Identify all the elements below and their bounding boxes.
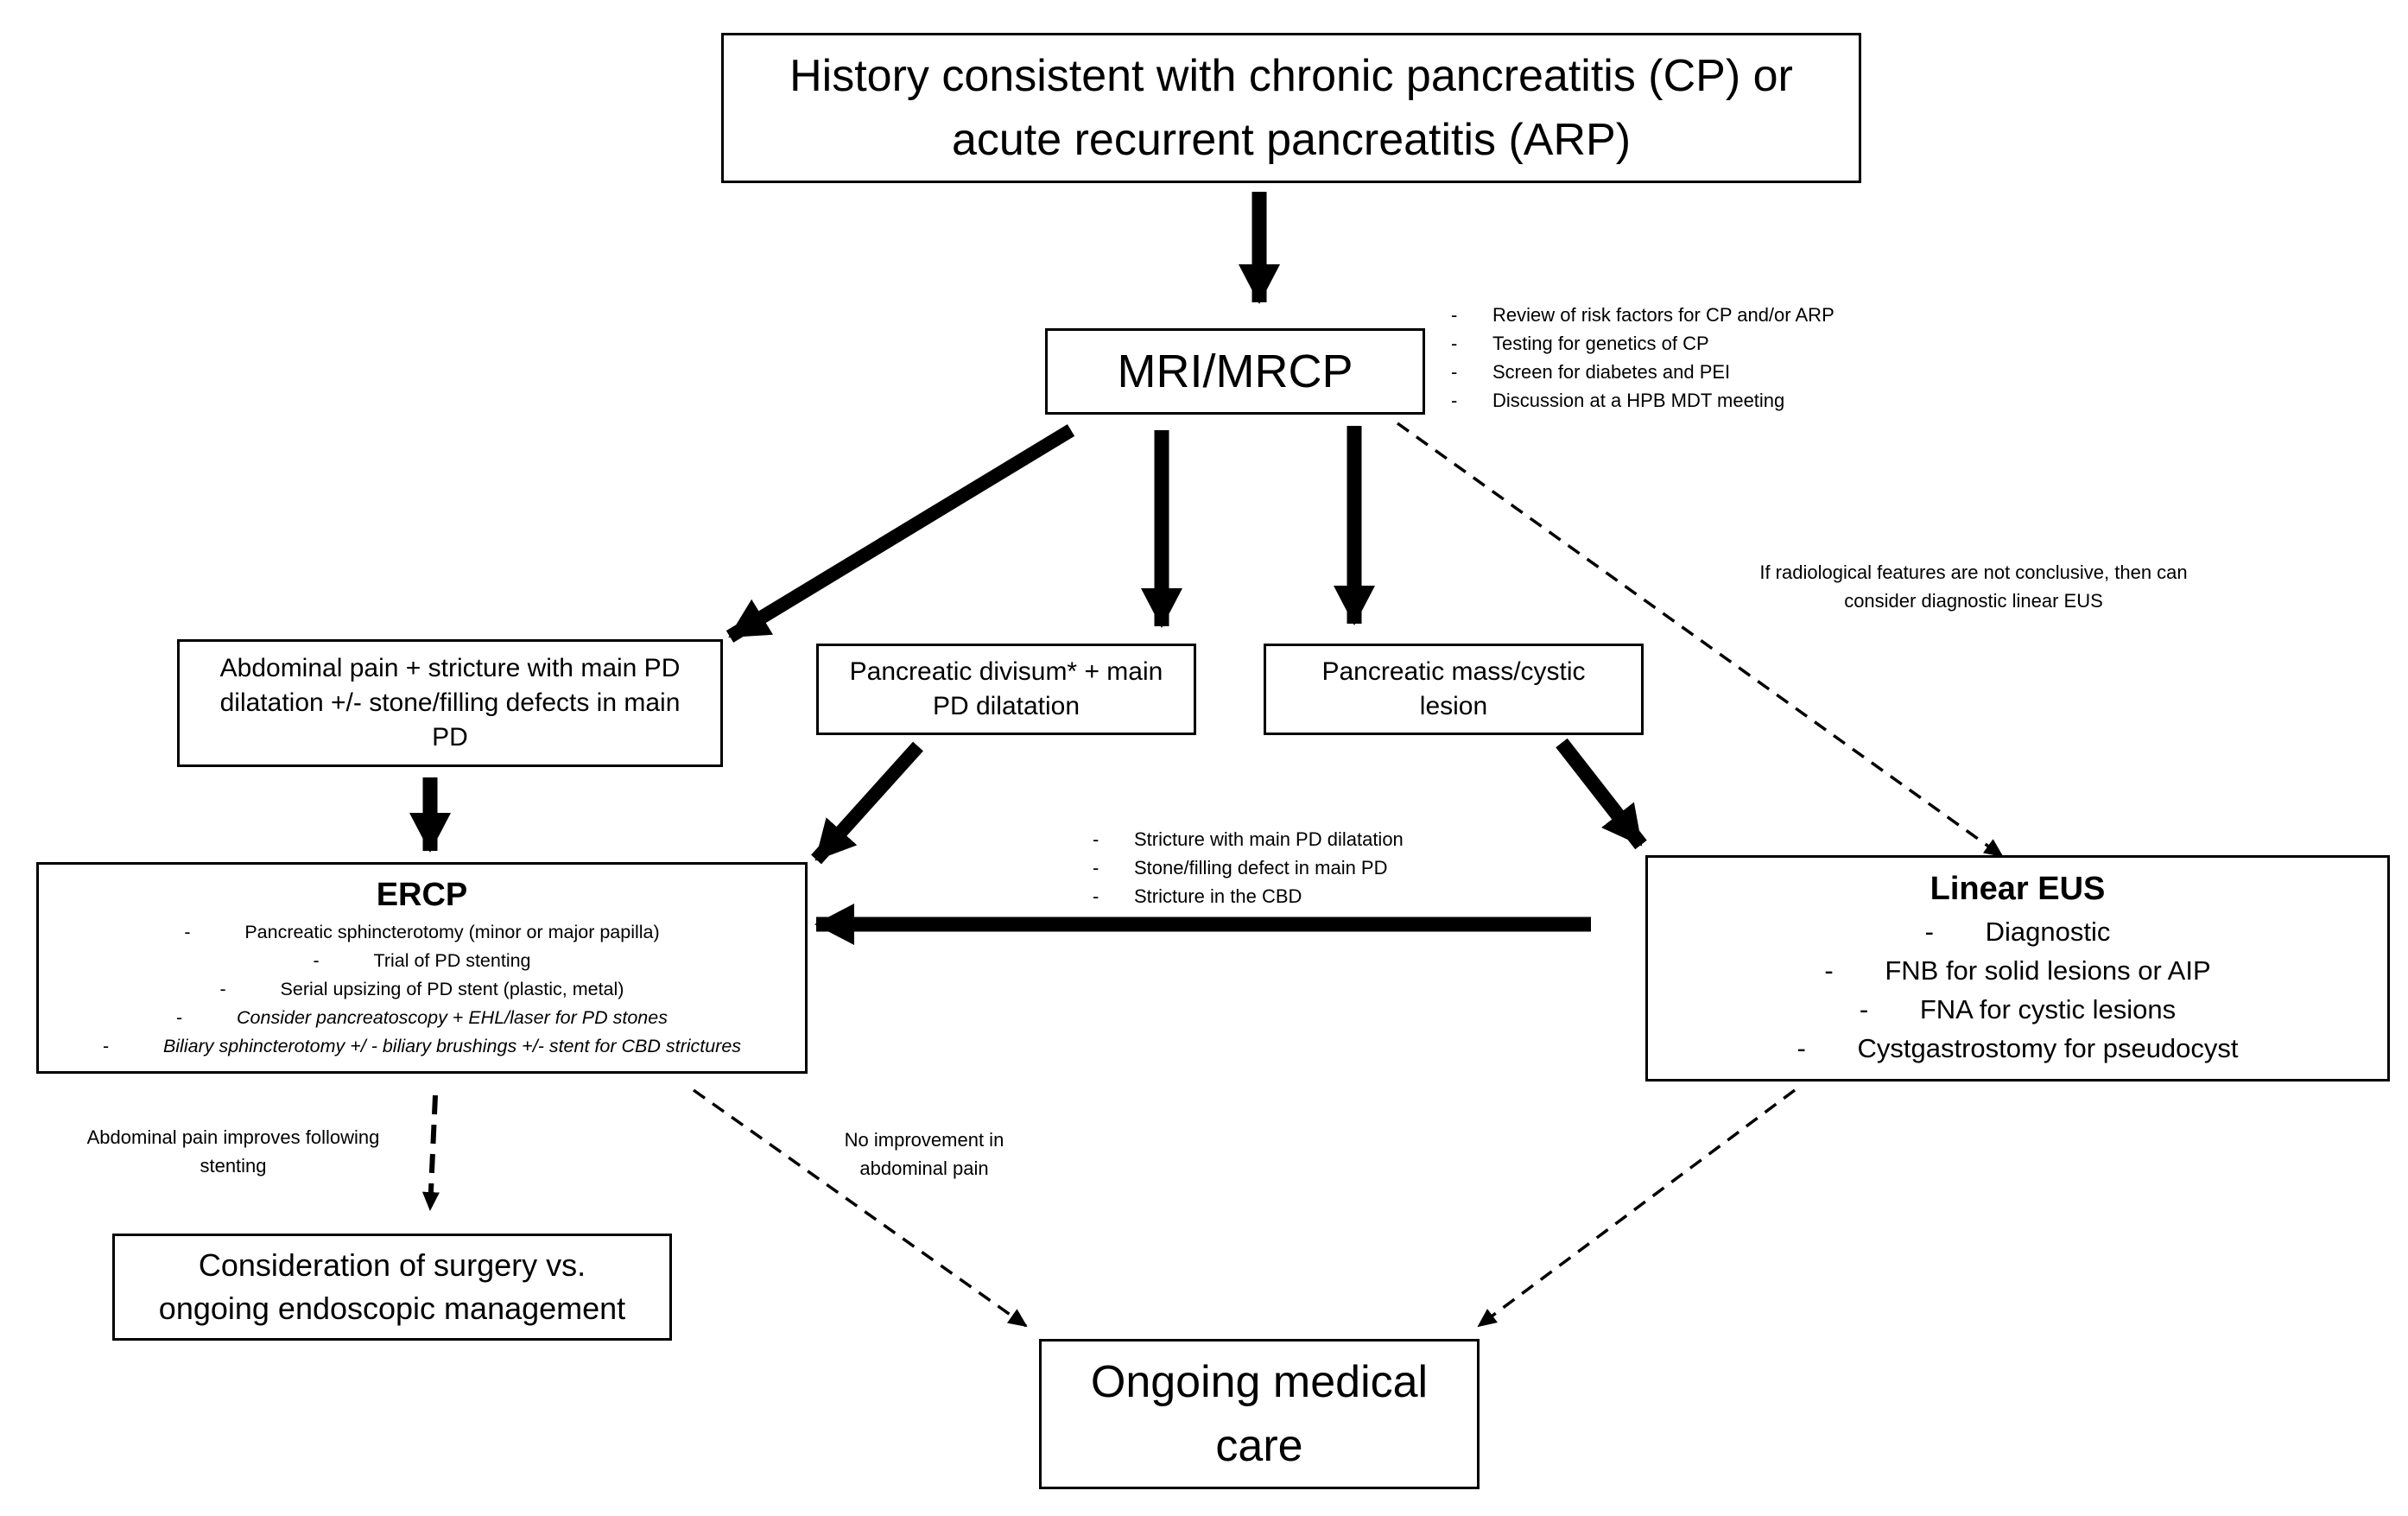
pain-improves-line-1: Abdominal pain improves following	[86, 1126, 380, 1148]
abdominal-line-2: dilatation +/- stone/filling defects in …	[219, 688, 681, 717]
radiological-line-2: consider diagnostic linear EUS	[1844, 590, 2103, 612]
ercp-box: ERCP -Pancreatic sphincterotomy (minor o…	[36, 862, 808, 1074]
ercp-title: ERCP	[376, 877, 468, 913]
arrow-eus-to-ongoing-dashed	[1477, 1088, 1796, 1328]
history-box: History consistent with chronic pancreat…	[721, 33, 1861, 183]
ercp-list: -Pancreatic sphincterotomy (minor or maj…	[103, 918, 741, 1061]
no-improvement-note: No improvement in abdominal pain	[803, 1126, 1045, 1183]
ercp-item: -Serial upsizing of PD stent (plastic, m…	[219, 979, 624, 999]
eus-item: -Cystgastrostomy for pseudocyst	[1796, 1033, 2239, 1063]
arrow-ercp-to-surgery-dashed	[421, 1094, 440, 1211]
radiological-note: If radiological features are not conclus…	[1671, 558, 2276, 615]
review-note: -Review of risk factors for CP and/or AR…	[1451, 301, 1835, 415]
ercp-item: -Pancreatic sphincterotomy (minor or maj…	[184, 922, 660, 942]
eus-item: -Diagnostic	[1924, 917, 2111, 947]
abdominal-line-1: Abdominal pain + stricture with main PD	[219, 654, 681, 682]
eus-item: -FNB for solid lesions or AIP	[1824, 955, 2211, 986]
mri-mrcp-label: MRI/MRCP	[1117, 346, 1353, 397]
stricture-item: -Stricture with main PD dilatation	[1093, 828, 1404, 850]
divisum-line-2: PD dilatation	[932, 692, 1080, 720]
mass-line-2: lesion	[1419, 692, 1488, 720]
pain-improves-line-2: stenting	[200, 1155, 267, 1177]
ercp-item: -Biliary sphincterotomy +/ - biliary bru…	[102, 1036, 742, 1056]
arrow-ercp-to-ongoing-dashed	[692, 1088, 1028, 1328]
eus-list: -Diagnostic -FNB for solid lesions or AI…	[1796, 912, 2238, 1068]
stricture-item: -Stricture in the CBD	[1093, 885, 1302, 907]
no-improvement-line-1: No improvement in	[844, 1129, 1004, 1151]
ongoing-line-1: Ongoing medical	[1090, 1357, 1429, 1407]
history-line-1: History consistent with chronic pancreat…	[789, 51, 1793, 101]
mass-line-1: Pancreatic mass/cystic	[1321, 657, 1586, 686]
ercp-item: -Consider pancreatoscopy + EHL/laser for…	[176, 1007, 668, 1028]
linear-eus-box: Linear EUS -Diagnostic -FNB for solid le…	[1645, 855, 2390, 1081]
review-item: -Discussion at a HPB MDT meeting	[1451, 390, 1785, 411]
stricture-item: -Stone/filling defect in main PD	[1093, 857, 1388, 879]
eus-title: Linear EUS	[1930, 871, 2106, 907]
arrow-mri-to-eus-dashed	[1396, 422, 2004, 858]
eus-item: -FNA for cystic lesions	[1859, 994, 2177, 1024]
arrow-mri-to-abdominal	[726, 424, 1075, 643]
surgery-consideration-box: Consideration of surgery vs. ongoing end…	[112, 1234, 672, 1341]
arrow-divisum-to-ercp	[811, 741, 923, 865]
abdominal-pain-box: Abdominal pain + stricture with main PD …	[177, 639, 723, 767]
divisum-line-1: Pancreatic divisum* + main	[849, 657, 1163, 686]
arrow-mass-to-eus	[1556, 738, 1647, 850]
review-item: -Testing for genetics of CP	[1451, 333, 1709, 354]
ercp-item: -Trial of PD stenting	[313, 950, 531, 971]
review-item: -Review of risk factors for CP and/or AR…	[1451, 304, 1835, 326]
review-item: -Screen for diabetes and PEI	[1451, 361, 1731, 383]
ongoing-medical-care-box: Ongoing medical care	[1039, 1339, 1480, 1489]
pain-improves-note: Abdominal pain improves following stenti…	[48, 1123, 419, 1180]
radiological-line-1: If radiological features are not conclus…	[1759, 561, 2188, 583]
stricture-note: -Stricture with main PD dilatation -Ston…	[1093, 825, 1404, 910]
surgery-line-2: ongoing endoscopic management	[158, 1291, 626, 1326]
abdominal-line-3: PD	[432, 723, 468, 752]
no-improvement-line-2: abdominal pain	[859, 1158, 989, 1179]
pancreatic-divisum-box: Pancreatic divisum* + main PD dilatation	[816, 644, 1196, 735]
ongoing-line-2: care	[1215, 1421, 1303, 1471]
history-line-2: acute recurrent pancreatitis (ARP)	[951, 115, 1632, 165]
surgery-line-1: Consideration of surgery vs.	[198, 1247, 586, 1283]
mri-mrcp-box: MRI/MRCP	[1045, 328, 1425, 415]
pancreatic-mass-box: Pancreatic mass/cystic lesion	[1264, 644, 1644, 735]
